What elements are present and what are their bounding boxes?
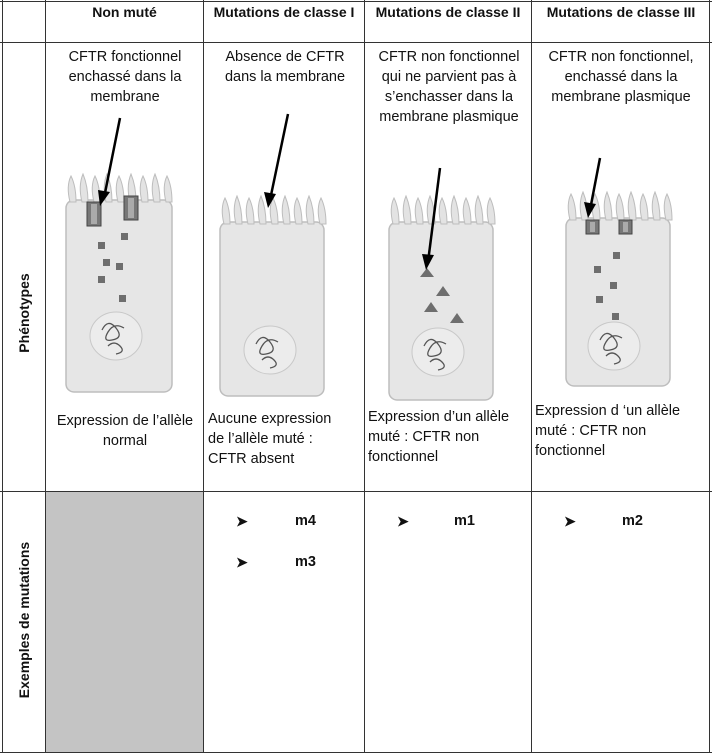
mutation-m1: m1 <box>454 513 475 529</box>
mutation-m3: m3 <box>295 554 316 570</box>
bullet-icon: ➤ <box>397 513 409 529</box>
phenotype-col1-top: CFTR fonctionnel enchassé dans la membra… <box>68 49 182 105</box>
empty-shaded-cell <box>46 492 203 752</box>
phenotype-col3-top: CFTR non fonctionnel qui ne parvient pas… <box>378 49 520 125</box>
bullet-icon: ➤ <box>564 513 576 529</box>
header-classe-1: Mutations de classe I <box>213 4 355 20</box>
grid-line <box>0 491 712 492</box>
phenotype-col2-top: Absence de CFTR dans la membrane <box>224 49 346 85</box>
header-classe-3: Mutations de classe III <box>546 4 696 20</box>
grid-line <box>2 0 3 753</box>
grid-line <box>709 0 710 753</box>
grid-line <box>0 752 712 753</box>
phenotype-col3-bottom: Expression d’un allèle muté : CFTR non f… <box>368 409 510 465</box>
cell-diagram-classe-1 <box>219 113 327 397</box>
phenotype-col2-bottom: Aucune expression de l’allèle muté : CFT… <box>208 411 332 467</box>
mutation-m2: m2 <box>622 513 643 529</box>
cell-diagram-classe-2 <box>388 167 496 401</box>
phenotype-col1-bottom: Expression de l’allèle normal <box>56 413 194 449</box>
grid-line <box>0 42 712 43</box>
phenotype-col4-top: CFTR non fonctionnel, enchassé dans la m… <box>548 49 694 105</box>
header-classe-2: Mutations de classe II <box>375 4 521 20</box>
grid-line <box>364 0 365 753</box>
cell-diagram-classe-3 <box>565 157 673 387</box>
grid-line <box>203 0 204 753</box>
bullet-icon: ➤ <box>236 513 248 529</box>
grid-line <box>531 0 532 753</box>
phenotype-col4-bottom: Expression d ‘un allèle muté : CFTR non … <box>535 403 681 459</box>
header-non-mute: Non muté <box>92 4 157 20</box>
bullet-icon: ➤ <box>236 554 248 570</box>
cell-diagram-normal <box>65 117 173 393</box>
mutation-m4: m4 <box>295 513 316 529</box>
grid-line <box>45 0 46 753</box>
grid-line <box>0 1 712 2</box>
